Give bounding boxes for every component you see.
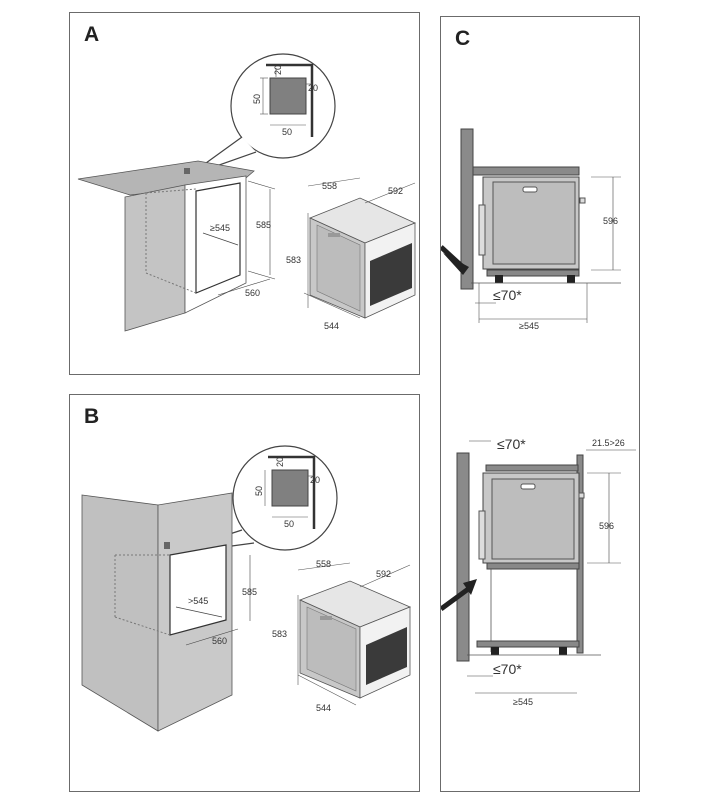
panel-b: B 20 20 50 50 >545 585 — [69, 394, 420, 792]
oven-depth: 558 — [322, 181, 337, 191]
cabinet-depth: 560 — [245, 288, 260, 298]
tall-cabinet-b: >545 585 560 — [81, 492, 257, 732]
panel-label-a: A — [84, 23, 100, 46]
panel-a: A 20 20 50 50 — [69, 12, 420, 375]
oven-a: 558 592 583 544 — [286, 177, 417, 331]
detail-width: 50 — [284, 519, 294, 529]
oven-depth: 558 — [316, 559, 331, 569]
wall-panel — [456, 452, 470, 662]
oven-window — [370, 243, 412, 306]
detail-side-gap: 20 — [308, 83, 318, 93]
side-view-top: 596 ≤70* ≥545 — [441, 128, 621, 331]
wall-panel — [460, 128, 474, 290]
diagram-b: 20 20 50 50 >545 585 560 — [81, 445, 412, 732]
side-view-bottom: ≤70* 21.5>26 596 ≤70* — [441, 436, 636, 707]
oven-height-top: 596 — [603, 216, 618, 226]
gap-upper: ≤70* — [497, 436, 526, 452]
cabinet-a: ≥545 585 560 — [77, 160, 276, 332]
cabinet-opening-width: ≥545 — [210, 223, 230, 233]
detail-top-gap: 20 — [273, 65, 283, 75]
detail-top-gap: 20 — [275, 457, 285, 467]
oven-width: 592 — [388, 186, 403, 196]
oven-front-depth: 544 — [316, 703, 331, 713]
vent-square — [269, 77, 307, 115]
detail-bubble-a: 20 20 50 50 — [187, 53, 336, 177]
oven-height: 583 — [272, 629, 287, 639]
depth-bottom: ≥545 — [513, 697, 533, 707]
countertop — [472, 166, 580, 176]
oven-handle — [328, 233, 340, 237]
oven-b: 558 592 583 544 — [272, 559, 412, 713]
cabinet-opening-height: 585 — [256, 220, 271, 230]
oven-height: 583 — [286, 255, 301, 265]
diagram-c: 596 ≤70* ≥545 ≤70* 21.5>26 — [441, 128, 636, 707]
detail-height: 50 — [252, 94, 262, 104]
arrow-icon — [441, 584, 473, 612]
oven-height-bottom: 596 — [599, 521, 614, 531]
diagram-a: 20 20 50 50 ≥545 585 560 — [77, 53, 417, 332]
cabinet-depth: 560 — [212, 636, 227, 646]
panel-label-c: C — [455, 27, 471, 50]
cabinet-opening-width: >545 — [188, 596, 208, 606]
detail-width: 50 — [282, 127, 292, 137]
depth-top: ≥545 — [519, 321, 539, 331]
detail-side-gap: 20 — [310, 475, 320, 485]
vent-mark — [184, 168, 190, 174]
side-gap: 21.5>26 — [592, 438, 625, 448]
oven-width: 592 — [376, 569, 391, 579]
panel-c: C 596 ≤70* ≥545 — [440, 16, 640, 792]
gap-top: ≤70* — [493, 287, 522, 303]
cabinet-opening-height: 585 — [242, 587, 257, 597]
detail-height: 50 — [254, 486, 264, 496]
oven-front-depth: 544 — [324, 321, 339, 331]
gap-lower: ≤70* — [493, 661, 522, 677]
panel-label-b: B — [84, 405, 100, 428]
